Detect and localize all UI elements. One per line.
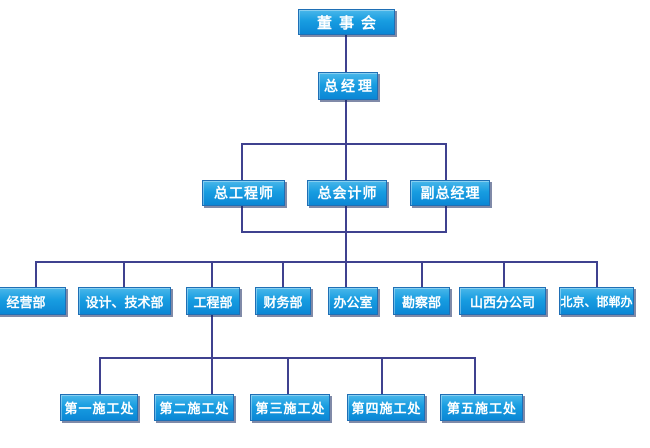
org-node-engineering-dept: 工程部: [186, 287, 240, 315]
connector-line: [445, 143, 447, 180]
connector-line: [211, 315, 213, 394]
org-node-design-tech-dept: 设计、技术部: [78, 287, 171, 315]
org-node-finance-dept: 财务部: [255, 287, 311, 315]
connector-line: [123, 261, 125, 287]
org-node-construction-div-3: 第三施工处: [250, 394, 330, 421]
org-node-construction-div-2: 第二施工处: [154, 394, 234, 421]
connector-line: [282, 261, 284, 287]
org-node-construction-div-4: 第四施工处: [347, 394, 425, 421]
org-node-chief-engineer: 总工程师: [202, 180, 285, 206]
connector-line: [241, 143, 447, 145]
org-node-chief-accountant: 总会计师: [307, 180, 387, 206]
connector-line: [596, 261, 598, 287]
connector-line: [421, 261, 423, 287]
connector-line: [474, 357, 476, 394]
org-node-office: 办公室: [328, 287, 378, 315]
org-node-deputy-general-manager: 副总经理: [410, 180, 490, 206]
connector-line: [35, 261, 598, 263]
connector-line: [345, 206, 347, 287]
org-node-board: 董事会: [298, 9, 395, 35]
org-node-survey-dept: 勘察部: [393, 287, 450, 315]
connector-line: [287, 357, 289, 394]
org-node-operations-dept: 经营部: [0, 287, 66, 315]
connector-line: [35, 261, 37, 287]
org-node-beijing-handan-office: 北京、邯郸办: [559, 287, 634, 315]
org-node-shanxi-branch: 山西分公司: [459, 287, 546, 315]
connector-line: [381, 357, 383, 394]
connector-line: [99, 357, 101, 394]
connector-line: [211, 261, 213, 287]
connector-line: [345, 100, 347, 180]
connector-line: [503, 261, 505, 287]
org-node-general-manager: 总经理: [318, 72, 378, 100]
connector-line: [241, 231, 447, 233]
org-node-construction-div-1: 第一施工处: [60, 394, 138, 421]
connector-line: [445, 206, 447, 233]
connector-line: [241, 206, 243, 233]
connector-line: [241, 143, 243, 180]
connector-line: [345, 35, 347, 72]
org-node-construction-div-5: 第五施工处: [440, 394, 523, 421]
